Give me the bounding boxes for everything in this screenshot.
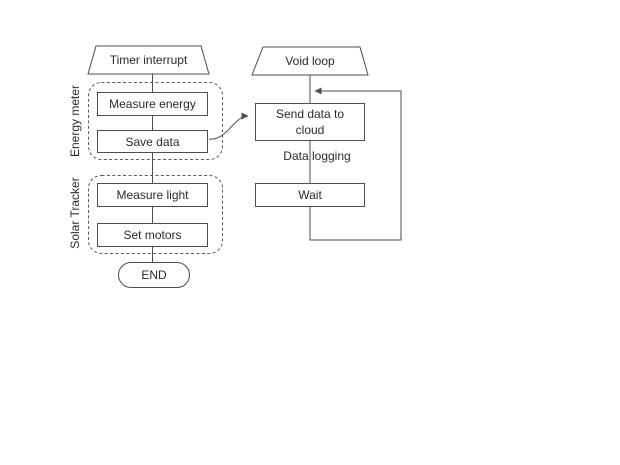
set-motors-label: Set motors [123,228,182,242]
set-motors-step: Set motors [97,223,208,247]
solar-tracker-group-outline [88,175,223,254]
solar-tracker-group-label: Solar Tracker [68,177,82,249]
energy-meter-group-label: Energy meter [68,84,82,158]
timer-interrupt-trapezoid [87,45,210,75]
wait-step: Wait [255,183,365,207]
measure-light-step: Measure light [97,183,208,207]
loop-back-line [309,87,402,241]
wait-label: Wait [298,188,322,202]
void-loop-label: Void loop [285,54,335,68]
save-data-step: Save data [97,130,208,153]
data-logging-caption: Data logging [283,149,351,163]
energy-meter-group-outline [88,82,223,160]
send-data-to-cloud-step: Send data to cloud [255,103,365,141]
timer-interrupt-node: Timer interrupt [88,46,209,74]
measure-energy-step: Measure energy [97,92,208,116]
send-data-to-cloud-label: Send data to cloud [275,107,345,137]
void-loop-node: Void loop [252,47,368,75]
timer-interrupt-label: Timer interrupt [109,53,188,67]
save-data-to-cloud-arrow [208,112,249,140]
measure-light-label: Measure light [116,188,189,202]
measure-energy-label: Measure energy [109,97,196,111]
end-terminator: END [118,262,190,288]
save-data-label: Save data [125,134,180,149]
end-label: END [141,268,167,282]
void-loop-trapezoid [251,46,369,76]
